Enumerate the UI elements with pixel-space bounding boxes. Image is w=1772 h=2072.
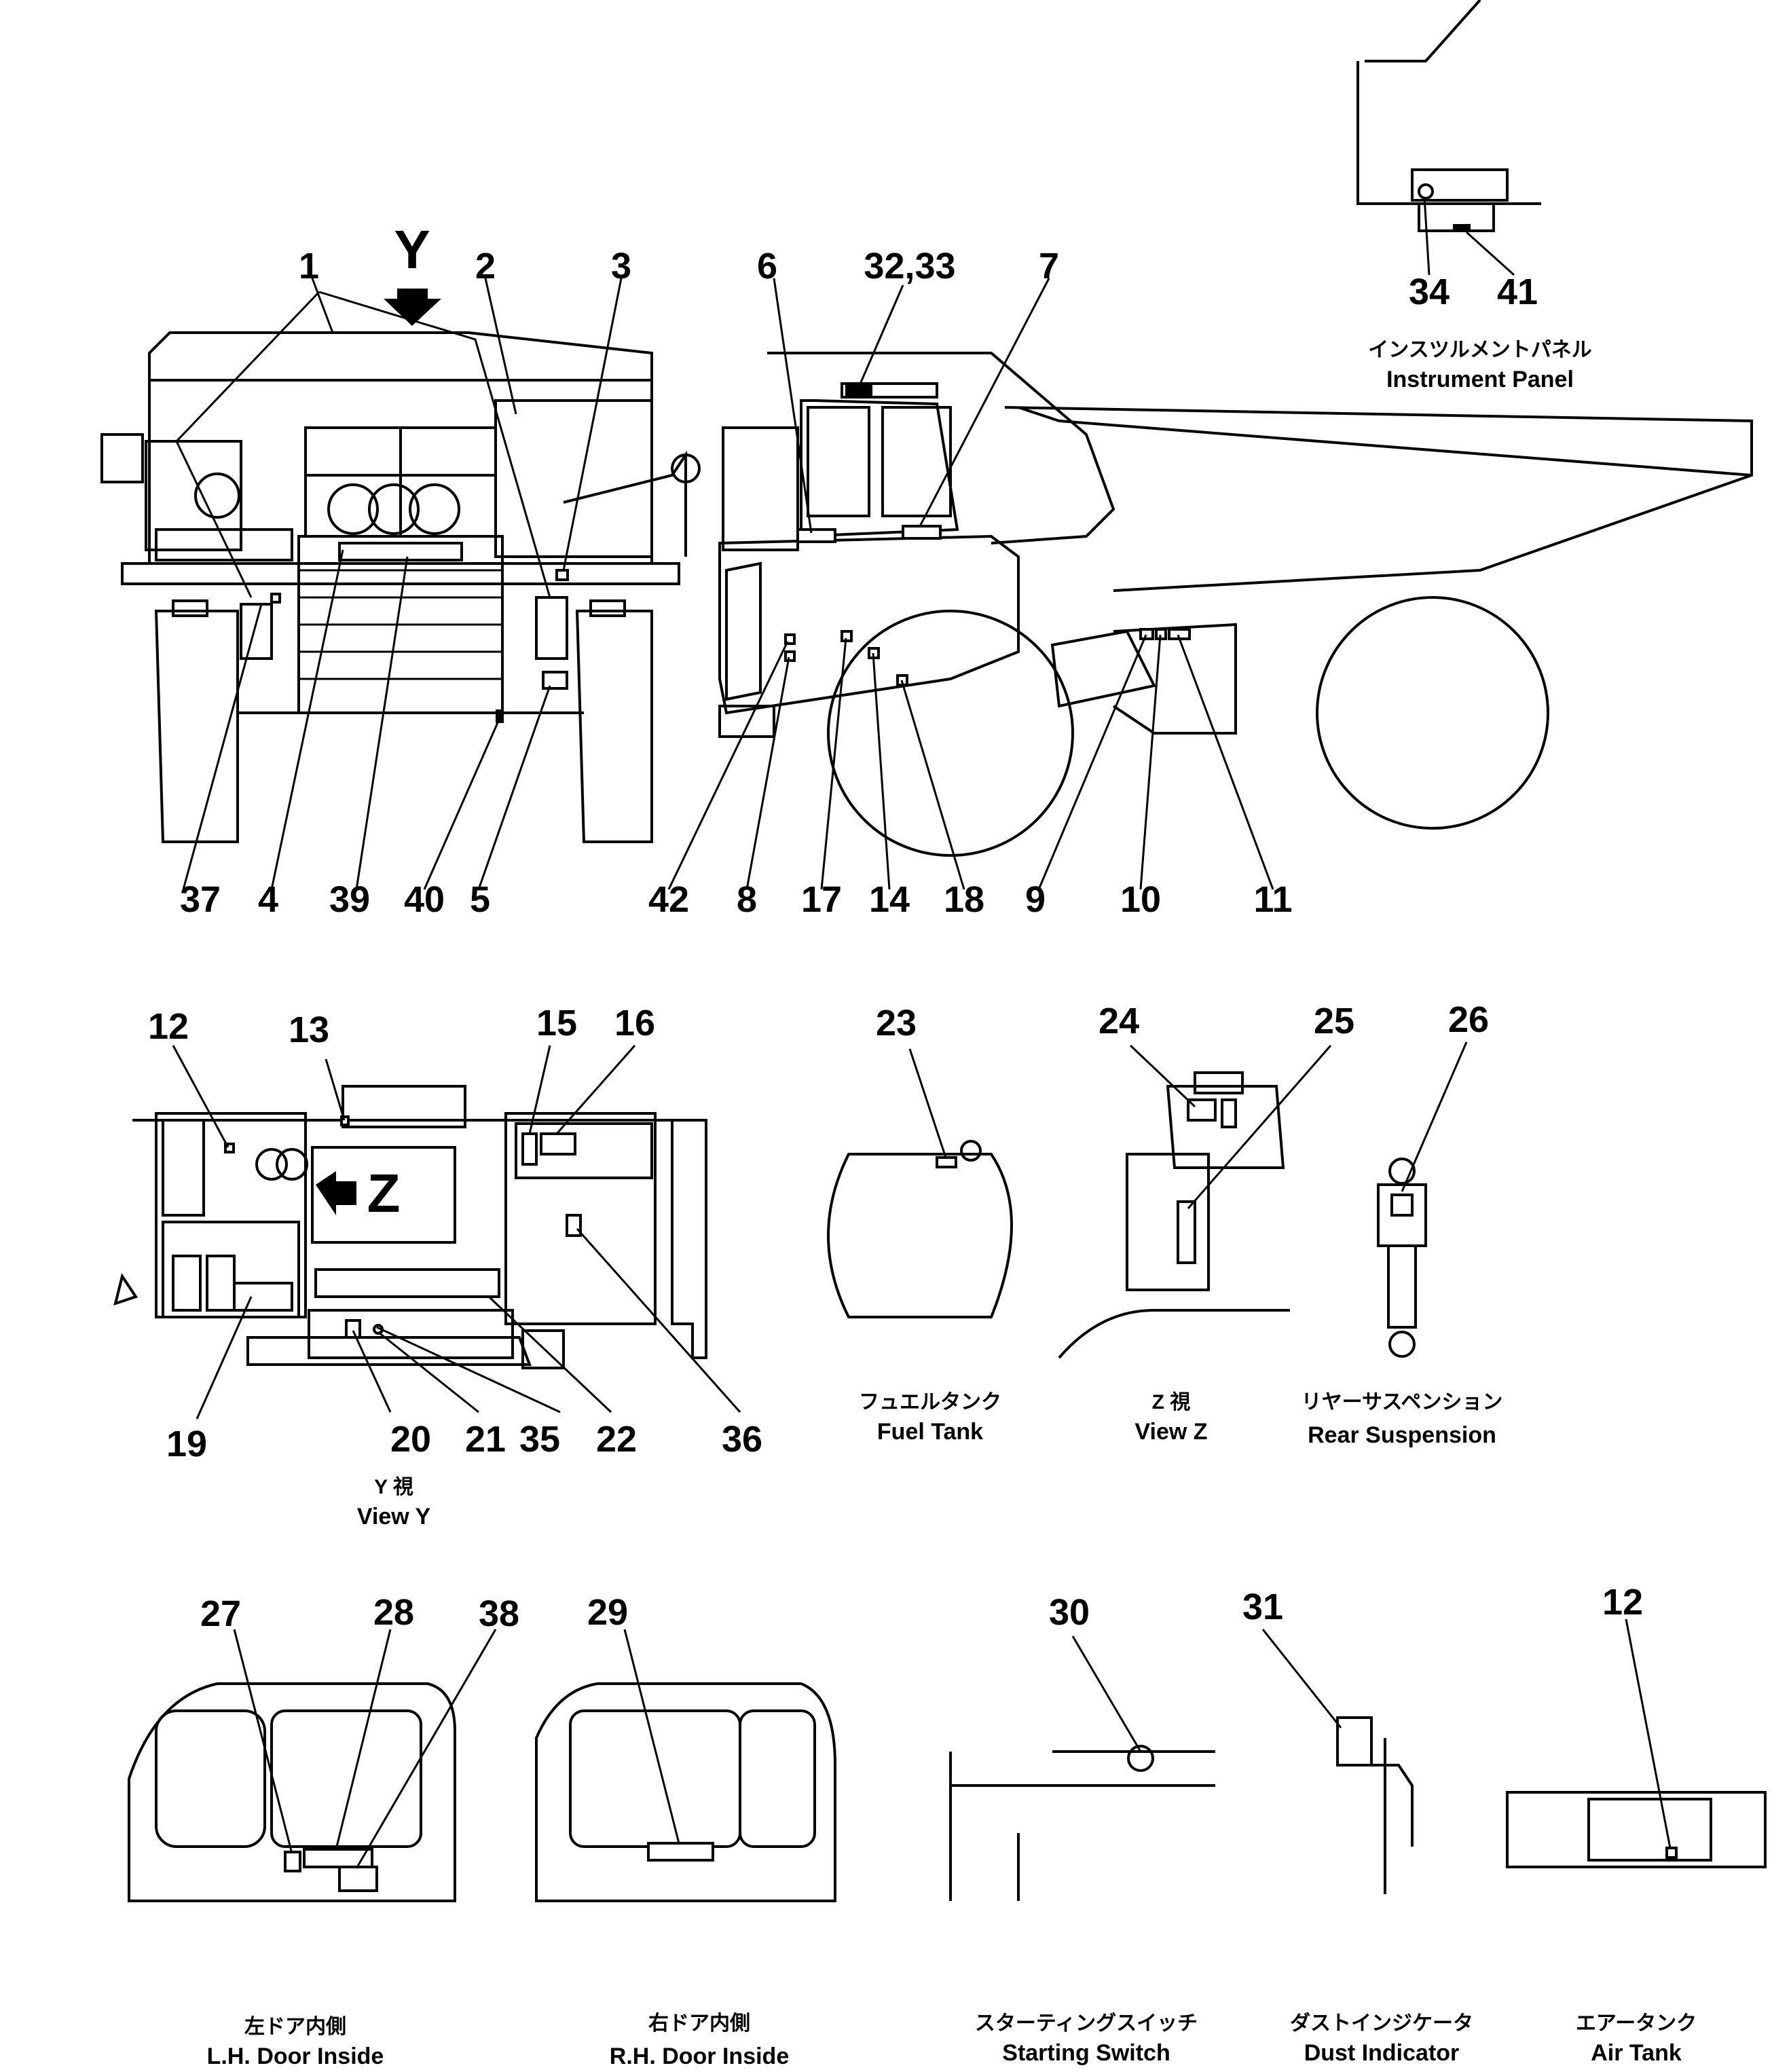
part-label-17: 17: [801, 879, 842, 920]
part-label-22: 22: [596, 1419, 637, 1460]
caption-fuel-tank-jp: フュエルタンク: [859, 1391, 1001, 1413]
part-label-10: 10: [1120, 879, 1161, 920]
instrument-panel-inset: [1356, 0, 1541, 232]
starting-switch-drawing: [949, 1745, 1215, 1901]
part-label-16: 16: [614, 1003, 655, 1043]
view-y-drawing: Z: [113, 1085, 707, 1369]
air-tank-drawing: [1506, 1791, 1767, 1868]
part-label-13: 13: [289, 1010, 329, 1050]
part-label-8: 8: [737, 879, 757, 920]
caption-air-tank-en: Air Tank: [1591, 2040, 1682, 2066]
part-label-25: 25: [1314, 1001, 1354, 1041]
part-label-32-33: 32,33: [864, 246, 955, 286]
caption-lh-door-en: L.H. Door Inside: [207, 2043, 384, 2069]
caption-view-z-en: View Z: [1134, 1419, 1207, 1445]
part-label-2: 2: [475, 246, 496, 286]
part-label-26: 26: [1448, 999, 1489, 1040]
leader-lines: [172, 196, 1672, 1869]
part-label-21: 21: [465, 1419, 506, 1460]
fuel-tank-drawing: [827, 1140, 1013, 1318]
part-label-11: 11: [1253, 879, 1292, 920]
part-label-20: 20: [390, 1419, 431, 1460]
caption-view-y-en: View Y: [357, 1504, 431, 1530]
caption-rh-door-en: R.H. Door Inside: [610, 2043, 789, 2069]
part-label-14: 14: [869, 879, 910, 920]
caption-starting-switch-jp: スターティングスイッチ: [975, 2012, 1198, 2035]
part-number-labels: 1 2 3 6 32,33 7 34 41 37 4 39 40 5 42 8 …: [148, 246, 1643, 1634]
part-label-42: 42: [648, 879, 689, 920]
part-label-5: 5: [470, 879, 490, 920]
part-label-37: 37: [180, 879, 221, 920]
caption-rh-door-jp: 右ドア内側: [648, 2012, 750, 2035]
caption-starting-switch-en: Starting Switch: [1002, 2040, 1170, 2066]
part-label-9: 9: [1025, 879, 1046, 920]
part-label-40: 40: [404, 879, 445, 920]
part-label-31: 31: [1242, 1587, 1283, 1627]
part-label-18: 18: [944, 879, 984, 920]
part-label-4: 4: [258, 879, 278, 920]
caption-air-tank-jp: エアータンク: [1576, 2012, 1697, 2035]
caption-view-z-jp: Z 視: [1152, 1391, 1191, 1413]
part-label-28: 28: [373, 1592, 414, 1633]
part-label-12: 12: [148, 1006, 189, 1047]
part-label-38: 38: [479, 1593, 519, 1634]
caption-rear-suspension-jp: リヤーサスペンション: [1302, 1391, 1503, 1413]
caption-instrument-panel-jp: インスツルメントパネル: [1368, 339, 1591, 361]
part-label-35: 35: [519, 1419, 560, 1460]
part-label-19: 19: [166, 1424, 207, 1464]
view-z-drawing: [1058, 1071, 1290, 1359]
dust-indicator-drawing: [1336, 1716, 1414, 1894]
part-label-12-air-tank: 12: [1602, 1582, 1643, 1623]
part-label-29: 29: [587, 1592, 628, 1633]
part-label-30: 30: [1049, 1592, 1090, 1633]
part-label-24: 24: [1099, 1001, 1139, 1041]
caption-fuel-tank-en: Fuel Tank: [877, 1419, 983, 1445]
caption-lh-door-jp: 左ドア内側: [244, 2016, 346, 2038]
captions: インスツルメントパネル Instrument Panel Y 視 View Y …: [207, 339, 1697, 2069]
part-label-41: 41: [1497, 272, 1538, 312]
lh-door-drawing: [128, 1682, 456, 1902]
view-z-letter: Z: [367, 1163, 401, 1223]
part-label-3: 3: [611, 246, 631, 286]
view-y-letter: Y: [394, 219, 430, 280]
part-label-7: 7: [1039, 246, 1059, 286]
caption-rear-suspension-en: Rear Suspension: [1308, 1422, 1496, 1448]
part-label-23: 23: [876, 1003, 917, 1043]
view-y-arrow: Y: [384, 219, 441, 326]
caption-dust-indicator-en: Dust Indicator: [1304, 2040, 1460, 2066]
rear-suspension-drawing: [1377, 1158, 1427, 1358]
truck-front-view: [100, 331, 701, 843]
part-label-36: 36: [722, 1419, 762, 1460]
part-label-15: 15: [536, 1003, 577, 1043]
caption-instrument-panel-en: Instrument Panel: [1386, 367, 1574, 392]
part-label-39: 39: [329, 879, 370, 920]
part-label-27: 27: [200, 1593, 241, 1634]
part-label-1: 1: [299, 246, 319, 286]
rh-door-drawing: [535, 1682, 836, 1902]
part-label-6: 6: [757, 246, 777, 286]
caption-dust-indicator-jp: ダストインジケータ: [1290, 2012, 1473, 2035]
truck-side-view: [718, 352, 1753, 857]
caption-view-y-jp: Y 視: [374, 1476, 413, 1498]
part-label-34: 34: [1409, 272, 1450, 312]
